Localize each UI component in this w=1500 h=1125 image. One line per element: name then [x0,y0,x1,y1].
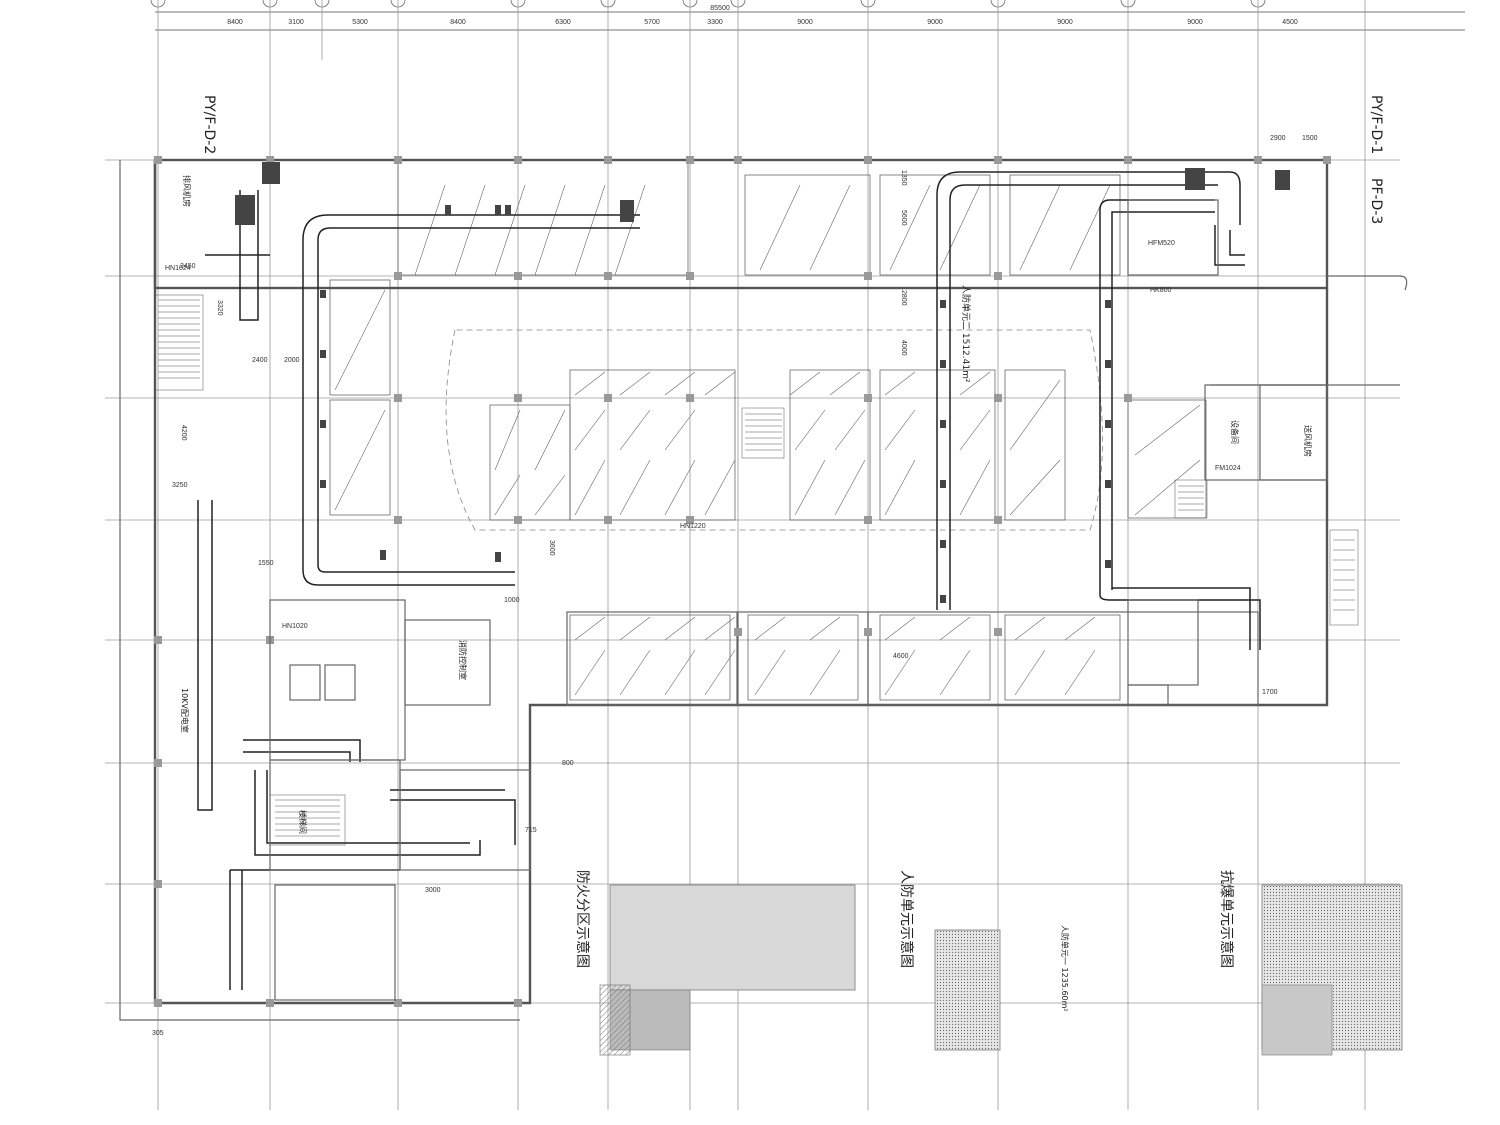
resist-unit-key-plan [1261,884,1403,1056]
top-dimension-line: 85500 8400 3100 5300 8400 6300 5700 3300… [150,0,1465,31]
fire-zone-key-plan [599,884,856,1056]
smoke-exhaust-duct-left [205,190,640,586]
main-area-label: 人防单元二 1512.41m² [960,285,972,383]
dim-11: 9000 [1187,19,1203,26]
structural-columns [154,156,1331,1007]
duct-fittings [235,162,1290,603]
tag-hk800: HK800 [1150,287,1172,294]
tag-hn1024: HN1024 [165,265,191,272]
dim-715: 715 [525,827,537,834]
dim-2000: 2000 [284,357,300,364]
tag-fm1024: FM1024 [1215,465,1241,472]
dim-1700: 1700 [1262,689,1278,696]
dim-3320: 3320 [216,300,223,316]
dim-4000: 4000 [900,340,907,356]
dim-2: 3100 [288,19,304,26]
tag-hn1020: HN1020 [282,623,308,630]
dim-12: 4500 [1282,19,1298,26]
dim-3000: 3000 [425,887,441,894]
tag-hfm520: HFM520 [1148,240,1175,247]
dim-4200: 4200 [180,425,187,441]
dim-1350: 1350 [900,170,907,186]
system-tag-pyf-d2: PY/F-D-2 [201,95,217,154]
tag-hn1220: HN1220 [680,523,706,530]
drive-aisle-outline [445,329,1103,531]
dim-800: 800 [562,760,574,767]
dim-2450: 2450 [180,263,196,270]
dim-10: 9000 [1057,19,1073,26]
dim-305: 305 [152,1030,164,1037]
room-power: 10KV配电室 [180,688,190,733]
dim-9: 9000 [927,19,943,26]
civil-unit-title: 人防单元示意图 [898,870,915,968]
service-core-rooms [269,199,1328,1001]
civil-unit-key-plan [934,929,1001,1051]
dim-1: 8400 [227,19,243,26]
dim-6: 5700 [644,19,660,26]
dim-3: 5300 [352,19,368,26]
dim-3250: 3250 [172,482,188,489]
smoke-exhaust-duct-right [936,171,1261,650]
stairs [154,294,1359,846]
fire-zone-title: 防火分区示意图 [574,870,591,968]
pit-area-label: 人防单元一 1235.60m² [1060,925,1070,1012]
room-fan-1: 排风机房 [182,175,192,207]
dim-1550: 1550 [258,560,274,567]
room-control: 消防控制室 [458,640,468,680]
room-stair: 楼梯间 [298,810,308,834]
system-tag-pyf-d1: PY/F-D-1 [1368,95,1384,154]
dim-1500: 1500 [1302,135,1318,142]
dim-2900: 2900 [1270,135,1286,142]
dim-1000: 1000 [504,597,520,604]
resist-unit-title: 抗爆单元示意图 [1218,870,1235,968]
dim-7: 3300 [707,19,723,26]
dim-4600: 4600 [893,653,909,660]
dim-5600: 5600 [900,210,907,226]
dim-4: 8400 [450,19,466,26]
system-tag-pf-d3: PF-D-3 [1368,178,1384,224]
parking-stalls [329,159,1207,701]
dim-8: 9000 [797,19,813,26]
supply-duct-lower [197,500,516,990]
dim-5: 6300 [555,19,571,26]
dim-2800: 2800 [900,290,907,306]
room-equipment: 设备间 [1230,420,1240,444]
dim-total: 85500 [710,5,730,12]
dim-3600: 3600 [548,540,555,556]
room-fan-2: 送风机房 [1303,425,1313,457]
dim-2400: 2400 [252,357,268,364]
